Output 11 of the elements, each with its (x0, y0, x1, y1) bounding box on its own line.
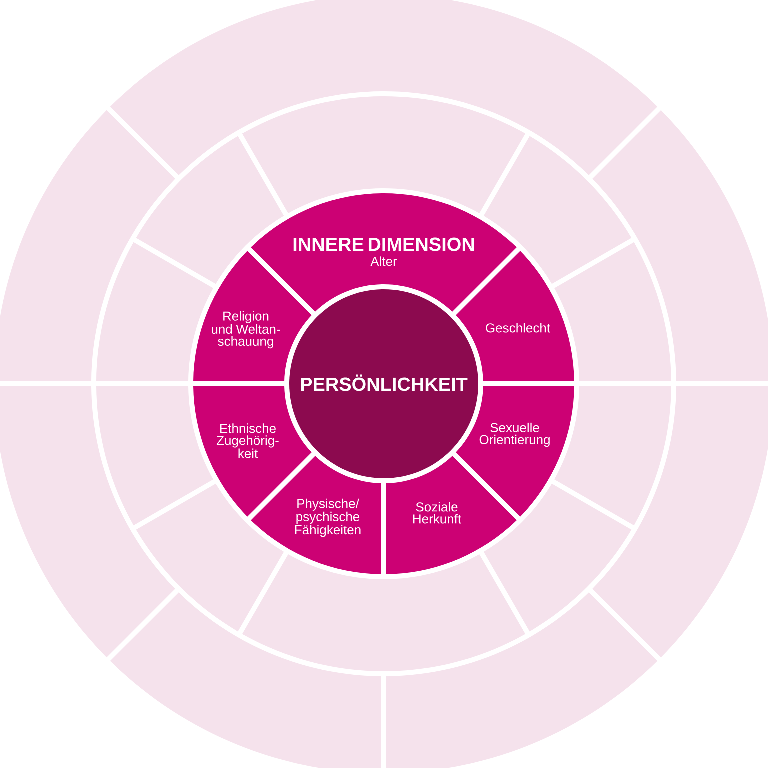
ring-segment (554, 242, 672, 382)
ring-segment: Soziale Herkunft (386, 456, 517, 574)
ring-segment (136, 484, 284, 632)
ring-segment (136, 136, 284, 284)
ring-segment (484, 484, 632, 632)
ring-segment (96, 386, 214, 526)
ring-segment (242, 554, 526, 672)
ring-segment (96, 242, 214, 382)
ring-segment (484, 136, 632, 284)
ring-segment (554, 386, 672, 526)
ring-segment (242, 96, 526, 214)
